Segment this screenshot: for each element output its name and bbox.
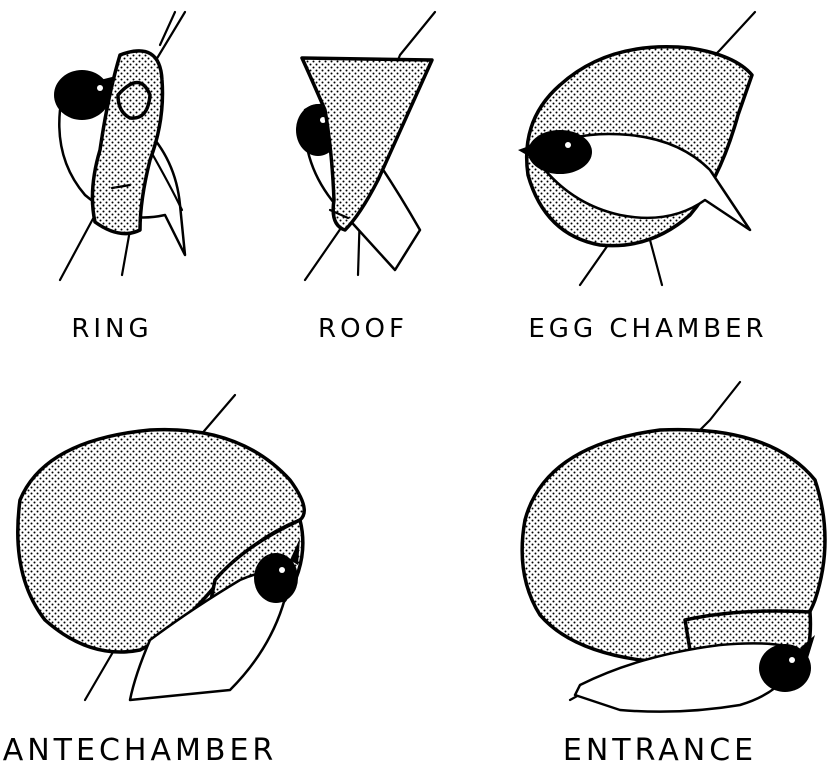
label-antechamber: ANTECHAMBER xyxy=(3,733,278,768)
twig xyxy=(650,240,662,285)
label-ring: RING xyxy=(71,314,152,344)
label-roof: ROOF xyxy=(318,314,408,344)
bird-eye xyxy=(789,657,795,663)
bird-eye xyxy=(97,85,103,91)
nest-ring-inner xyxy=(118,83,150,119)
stage-ring: RING xyxy=(54,12,185,344)
stage-antechamber: ANTECHAMBER xyxy=(3,395,305,768)
stage-entrance: ENTRANCE xyxy=(522,382,825,768)
bird-eye xyxy=(279,567,285,573)
bird-eye xyxy=(565,142,571,148)
twig xyxy=(60,215,95,280)
bird-head xyxy=(54,70,110,120)
label-egg-chamber: EGG CHAMBER xyxy=(528,314,767,344)
stage-roof: ROOF xyxy=(296,12,435,344)
label-entrance: ENTRANCE xyxy=(563,733,757,768)
stage-egg-chamber: EGG CHAMBER xyxy=(518,12,768,344)
bird-head xyxy=(528,130,592,174)
twig xyxy=(122,230,130,275)
